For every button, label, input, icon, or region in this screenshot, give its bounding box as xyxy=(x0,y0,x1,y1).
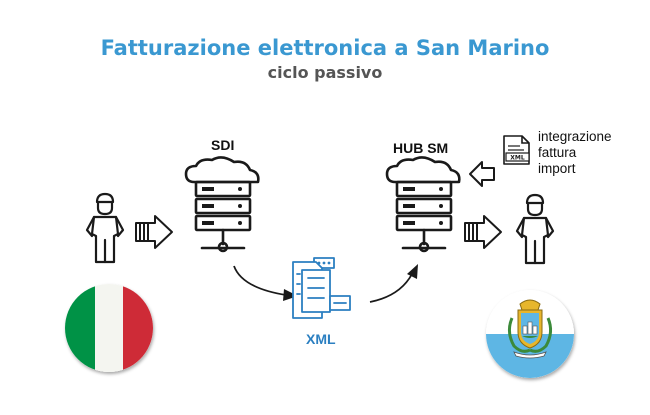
italy-flag-icon xyxy=(65,284,153,372)
flow-arrow-icon xyxy=(233,265,298,301)
arrow-right-icon xyxy=(464,215,502,249)
server-icon xyxy=(385,156,461,253)
hub-sm-label: HUB SM xyxy=(393,140,449,156)
integration-note: integrazione fattura import xyxy=(538,129,612,177)
document-stack-icon xyxy=(292,257,351,319)
san-marino-flag-icon xyxy=(486,290,574,378)
sdi-label: SDI xyxy=(211,137,235,153)
xml-label: XML xyxy=(306,331,336,347)
flow-arrow-icon xyxy=(369,264,418,303)
note-line: fattura xyxy=(538,145,577,160)
person-icon xyxy=(85,192,125,264)
note-line: import xyxy=(538,161,576,176)
xml-file-label: XML xyxy=(510,155,525,162)
arrow-right-icon xyxy=(135,215,173,249)
server-icon xyxy=(184,156,260,253)
xml-file-icon: XML xyxy=(503,135,530,165)
page-title: Fatturazione elettronica a San Marino xyxy=(100,36,550,60)
arrow-left-icon xyxy=(469,161,495,187)
page-subtitle: ciclo passivo xyxy=(267,63,383,82)
note-line: integrazione xyxy=(538,129,612,144)
person-icon xyxy=(515,193,555,265)
